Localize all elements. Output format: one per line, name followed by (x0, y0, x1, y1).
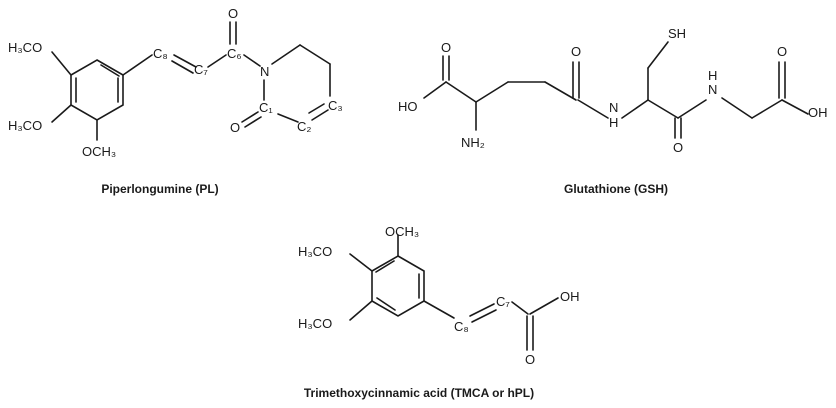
pl-chain-bond (173, 54, 197, 68)
gsh-nitrogen-label: N (708, 82, 717, 97)
gsh-oxygen-label: O (571, 44, 581, 59)
gsh-bond (751, 99, 783, 119)
pl-c7-label: C₇ (194, 62, 208, 77)
tmca-chain-bond (529, 297, 559, 315)
tmca-methoxy-bond (349, 253, 373, 272)
pl-c1-label: C₁ (259, 100, 273, 115)
tmca-benzene-double-bond (375, 260, 395, 273)
pl-h3co-label: H₃CO (8, 118, 42, 133)
pl-benzene-ring (70, 59, 124, 121)
pl-methoxy-bond (51, 104, 72, 123)
tmca-structure: OCH₃ H₃CO H₃CO C₈ C₇ OH O Trimethoxycinn… (298, 224, 580, 400)
tmca-c8-label: C₈ (454, 319, 469, 334)
pl-och3-label: OCH₃ (82, 144, 116, 159)
gsh-bond (721, 97, 753, 119)
gsh-bond (577, 99, 609, 119)
pl-chain-bond (122, 54, 153, 76)
tmca-c7-label: C₇ (496, 294, 510, 309)
tmca-chain-double-bond (469, 303, 495, 317)
gsh-hydrogen-label: H (708, 68, 717, 83)
pl-benzene-double-bond (100, 64, 120, 77)
glutathione-structure: SH O HO NH₂ O N H O N H O OH Glutathione… (398, 26, 828, 196)
gsh-bond (475, 81, 509, 103)
gsh-nitrogen-label: N (609, 100, 618, 115)
gsh-nh2-label: NH₂ (461, 135, 485, 150)
gsh-bond (544, 81, 577, 101)
pl-caption: Piperlongumine (PL) (101, 182, 218, 196)
gsh-bond (647, 99, 679, 119)
pl-nitrogen-label: N (260, 64, 269, 79)
tmca-och3-label: OCH₃ (385, 224, 419, 239)
gsh-bond (423, 81, 447, 99)
tmca-methoxy-bond (349, 300, 373, 321)
tmca-benzene-ring (371, 255, 425, 317)
piperlongumine-structure: H₃CO H₃CO OCH₃ C₈ C₇ C₆ O N C₁ C₂ C₃ O P… (8, 6, 343, 196)
pl-ring-double-bond (311, 109, 329, 121)
pl-carbonyl-bond (244, 116, 262, 128)
gsh-bond (621, 99, 649, 119)
pl-oxygen-label: O (230, 120, 240, 135)
pl-chain-double-bond (171, 60, 194, 74)
gsh-bond (781, 99, 809, 115)
gsh-oxygen-label: O (777, 44, 787, 59)
tmca-h3co-label: H₃CO (298, 244, 332, 259)
gsh-oxygen-label: O (441, 40, 451, 55)
pl-c6-label: C₆ (227, 46, 242, 61)
gsh-caption: Glutathione (GSH) (564, 182, 668, 196)
gsh-bond (647, 41, 669, 69)
pl-chain-bond (243, 54, 261, 67)
tmca-oxygen-label: O (525, 352, 535, 367)
gsh-bond (677, 99, 707, 119)
tmca-caption: Trimethoxycinnamic acid (TMCA or hPL) (304, 386, 534, 400)
pl-ring-double-bond (308, 103, 325, 114)
gsh-sh-label: SH (668, 26, 686, 41)
gsh-bond (445, 81, 477, 103)
pl-ring-bond (277, 113, 299, 123)
tmca-chain-double-bond (471, 309, 497, 323)
gsh-ho-label: HO (398, 99, 418, 114)
pl-c3-label: C₃ (328, 98, 343, 113)
pl-carbonyl-bond (241, 111, 259, 123)
tmca-h3co-label: H₃CO (298, 316, 332, 331)
gsh-oxygen-label: O (673, 140, 683, 155)
tmca-chain-bond (423, 300, 455, 319)
gsh-oh-label: OH (808, 105, 828, 120)
tmca-benzene-double-bond (376, 297, 396, 311)
pl-c2-label: C₂ (297, 119, 311, 134)
pl-c8-label: C₈ (153, 46, 168, 61)
pl-ring-bond (271, 44, 301, 65)
gsh-hydrogen-label: H (609, 115, 618, 130)
pl-chain-bond (207, 54, 227, 68)
pl-ring-bond (299, 44, 331, 65)
tmca-chain-bond (511, 301, 529, 315)
tmca-oh-label: OH (560, 289, 580, 304)
pl-methoxy-bond (51, 51, 72, 76)
pl-h3co-label: H₃CO (8, 40, 42, 55)
pl-oxygen-label: O (228, 6, 238, 21)
